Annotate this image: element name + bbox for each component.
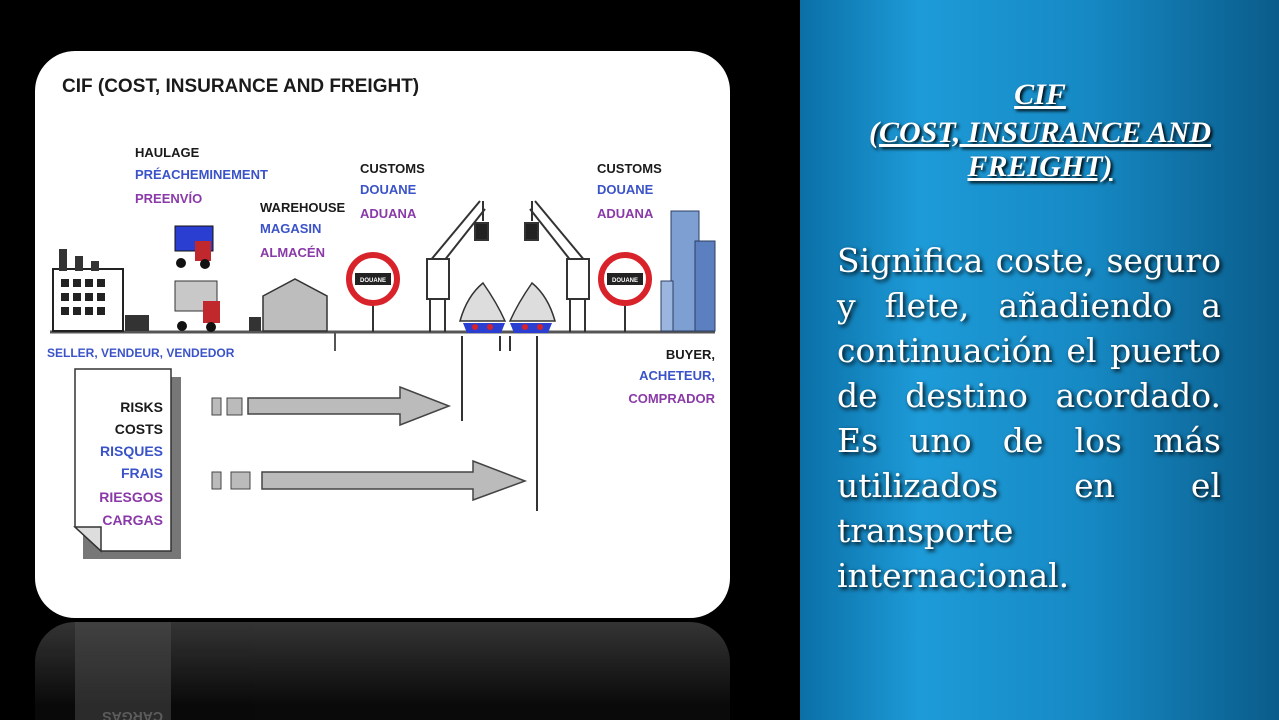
warehouse-label-en: WAREHOUSE bbox=[260, 200, 346, 215]
customs-sign-right-icon: DOUANE bbox=[598, 252, 652, 332]
city-buildings-icon bbox=[660, 210, 716, 332]
document-sheet-icon bbox=[73, 368, 181, 559]
heading-line-2: (COST, INSURANCE AND bbox=[868, 116, 1212, 149]
haulage-label-fr: PRÉACHEMINEMENT bbox=[135, 167, 268, 182]
buyer-label-en: BUYER, bbox=[666, 347, 715, 362]
factory-icon bbox=[52, 249, 149, 332]
risk-label-cargas: CARGAS bbox=[102, 512, 163, 528]
warehouse-label-fr: MAGASIN bbox=[260, 221, 321, 236]
risks-arrow bbox=[211, 385, 452, 427]
diagram-title: CIF (COST, INSURANCE AND FREIGHT) bbox=[62, 76, 419, 97]
warehouse-label-es: ALMACÉN bbox=[260, 245, 325, 260]
risk-label-risks: RISKS bbox=[120, 399, 163, 415]
buyer-label-fr: ACHETEUR, bbox=[639, 368, 715, 383]
cif-diagram: CIF (COST, INSURANCE AND FREIGHT) HAULAG… bbox=[35, 51, 730, 618]
heading-line-1: CIF bbox=[1014, 78, 1066, 111]
blue-truck-icon bbox=[174, 225, 214, 269]
customs-left-label-es: ADUANA bbox=[360, 206, 417, 221]
text-panel: CIF (COST, INSURANCE AND FREIGHT) Signif… bbox=[800, 0, 1279, 720]
customs-left-label-en: CUSTOMS bbox=[360, 161, 425, 176]
ships-icon bbox=[459, 281, 556, 333]
customs-right-label-fr: DOUANE bbox=[597, 182, 654, 197]
customs-left-label-fr: DOUANE bbox=[360, 182, 417, 197]
customs-sign-left-icon: DOUANE bbox=[346, 252, 400, 332]
reflection-svg: CARGAS bbox=[75, 622, 171, 720]
customs-right-label-es: ADUANA bbox=[597, 206, 654, 221]
port-cranes-icon bbox=[426, 200, 590, 332]
reflection-label: CARGAS bbox=[102, 709, 163, 720]
buyer-label-es: COMPRADOR bbox=[628, 391, 715, 406]
grey-truck-icon bbox=[174, 280, 220, 332]
cif-diagram-svg: CIF (COST, INSURANCE AND FREIGHT) HAULAG… bbox=[47, 76, 716, 559]
haulage-label-es: PREENVÍO bbox=[135, 191, 202, 206]
costs-arrow bbox=[211, 459, 528, 502]
description-text: Significa coste, seguro y flete, añadien… bbox=[837, 241, 1221, 595]
customs-sign-right-text: DOUANE bbox=[612, 278, 638, 284]
diagram-reflection: CARGAS bbox=[35, 622, 730, 720]
warehouse-icon bbox=[249, 278, 328, 332]
customs-right-label-en: CUSTOMS bbox=[597, 161, 662, 176]
risk-label-frais: FRAIS bbox=[121, 465, 163, 481]
risk-label-risques: RISQUES bbox=[100, 443, 163, 459]
risk-label-riesgos: RIESGOS bbox=[99, 489, 163, 505]
haulage-label-en: HAULAGE bbox=[135, 145, 200, 160]
customs-sign-left-text: DOUANE bbox=[360, 278, 386, 284]
heading-line-3: FREIGHT) bbox=[967, 150, 1113, 183]
risk-label-costs: COSTS bbox=[115, 421, 163, 437]
heading-line-2-3: (COST, INSURANCE AND FREIGHT) bbox=[830, 116, 1250, 184]
seller-label: SELLER, VENDEUR, VENDEDOR bbox=[47, 346, 235, 360]
